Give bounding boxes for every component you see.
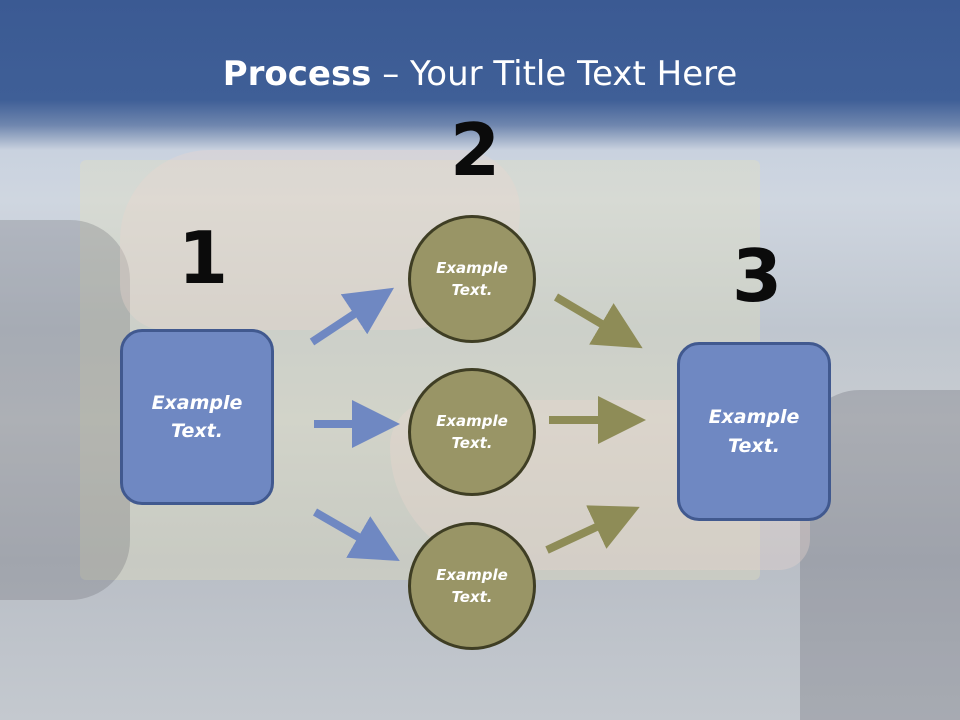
arrow-2a-to-3 — [553, 293, 643, 349]
page-title: Process – Your Title Text Here — [0, 54, 960, 94]
arrow-1-to-2a — [309, 287, 395, 346]
step-number-3: 3 — [732, 234, 783, 318]
arrow-2c-to-3 — [545, 505, 640, 554]
left-process-box: Example Text. — [120, 329, 274, 505]
bg-hand-left — [0, 220, 130, 600]
title-bold: Process — [222, 54, 372, 94]
middle-circle-bottom: Example Text. — [408, 522, 536, 650]
right-process-box: Example Text. — [677, 342, 831, 521]
step-number-2: 2 — [450, 108, 501, 192]
title-rest: – Your Title Text Here — [371, 54, 738, 94]
arrow-1-to-2c — [312, 508, 400, 562]
middle-circle-middle: Example Text. — [408, 368, 536, 496]
step-number-1: 1 — [178, 216, 229, 300]
middle-circle-top: Example Text. — [408, 215, 536, 343]
